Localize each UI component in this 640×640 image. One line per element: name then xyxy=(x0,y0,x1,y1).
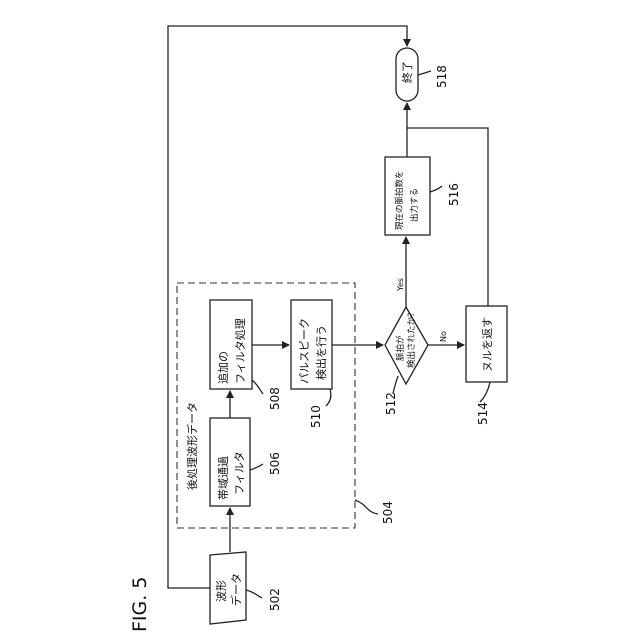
additional-filter-line2: フィルタ処理 xyxy=(234,318,247,384)
bandpass-ref-leader xyxy=(250,464,263,470)
pulse-peak-ref-leader xyxy=(326,389,331,406)
decision-line1: 脈拍が xyxy=(395,335,406,361)
output-rate-ref-leader xyxy=(430,186,442,192)
decision-ref: 512 xyxy=(384,392,398,415)
end-ref-leader xyxy=(418,71,431,75)
return-null-ref: 514 xyxy=(476,402,490,425)
postprocess-ref: 504 xyxy=(381,501,395,524)
postprocess-label: 後処理波形データ xyxy=(185,402,199,490)
bandpass-ref: 506 xyxy=(268,452,282,475)
return-null-ref-leader xyxy=(480,382,490,402)
decision-ref-leader xyxy=(393,376,398,394)
output-rate-node xyxy=(385,157,430,235)
additional-filter-line1: 追加の xyxy=(216,351,230,384)
waveform-ref-leader xyxy=(246,590,262,598)
end-ref: 518 xyxy=(435,65,449,88)
output-rate-ref: 516 xyxy=(447,183,461,206)
pulse-peak-ref: 510 xyxy=(309,405,323,428)
end-label: 終了 xyxy=(400,61,414,83)
waveform-data-line1: 波形 xyxy=(215,580,228,602)
decision-line2: 検出されたか? xyxy=(406,312,417,368)
return-null-label: ヌルを返す xyxy=(481,317,494,372)
postprocess-ref-leader xyxy=(355,500,378,514)
waveform-data-line2: データ xyxy=(229,573,243,606)
waveform-data-ref: 502 xyxy=(268,588,282,611)
decision-yes-label: Yes xyxy=(396,278,405,292)
additional-filter-ref: 508 xyxy=(268,387,282,410)
output-rate-line2: 出力する xyxy=(409,188,420,222)
bandpass-line1: 帯域通過 xyxy=(217,456,230,500)
bandpass-line2: フィルタ xyxy=(233,451,246,495)
connector-waveform-to-end xyxy=(168,26,407,588)
pulse-peak-line2: 検出を行う xyxy=(314,325,328,380)
additional-filter-ref-leader xyxy=(252,380,263,394)
figure-label: FIG. 5 xyxy=(129,577,151,632)
pulse-peak-line1: パルスピーク xyxy=(298,318,311,384)
output-rate-line1: 現在の脈拍数を xyxy=(394,170,405,230)
decision-no-label: No xyxy=(439,331,448,342)
